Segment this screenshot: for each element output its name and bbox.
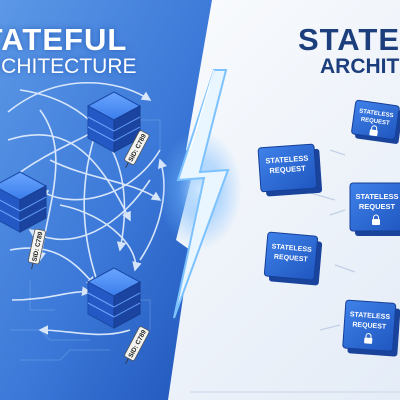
card-label-line1: STATELESS (265, 154, 309, 166)
card-label-line1: STATELESS (355, 192, 398, 201)
server-stack-3 (86, 267, 142, 329)
stateless-request-card-4: STATELESS REQUEST (263, 231, 323, 286)
lock-icon (369, 125, 378, 137)
stateless-title: STATELESS (298, 22, 400, 57)
stateful-subtitle: ARCHITECTURE (0, 55, 137, 78)
lock-icon (364, 333, 373, 344)
stateless-request-card-5: STATELESS REQUEST (342, 299, 400, 357)
right-title-clip: STATELESS ARCHITECTURE (290, 0, 400, 90)
card-label-line2: REQUEST (352, 322, 387, 331)
stateless-subtitle: ARCHITECTURE (320, 55, 400, 78)
connection-arrow (59, 204, 142, 272)
card-label-line1: STATELESS (271, 243, 312, 254)
lock-icon (372, 214, 380, 225)
connection-arrow (11, 286, 92, 301)
connection-arrow (38, 325, 131, 336)
session-tag-2: SID: C789 (27, 228, 46, 269)
card-label-line2: REQUEST (360, 117, 390, 127)
card-label-line2: REQUEST (269, 164, 306, 176)
card-label-line1: STATELESS (350, 311, 391, 321)
stateless-request-card-1: STATELESS REQUEST (351, 99, 400, 144)
connection-arrow (49, 159, 162, 201)
lightning-bolt-icon (158, 69, 242, 319)
server-stack-1 (86, 91, 142, 153)
card-label-line2: REQUEST (359, 202, 396, 211)
connection-arrow (7, 134, 131, 222)
stateless-request-card-2: STATELESS REQUEST (257, 143, 323, 197)
connection-arrow (7, 82, 152, 113)
card-label-line2: REQUEST (274, 254, 309, 264)
card-label-line1: STATELESS (359, 109, 394, 120)
stateless-request-card-3: STATELESS REQUEST (349, 182, 400, 236)
server-stack-2 (0, 171, 48, 233)
left-panel-background (0, 0, 212, 400)
connection-arrow (9, 247, 97, 287)
